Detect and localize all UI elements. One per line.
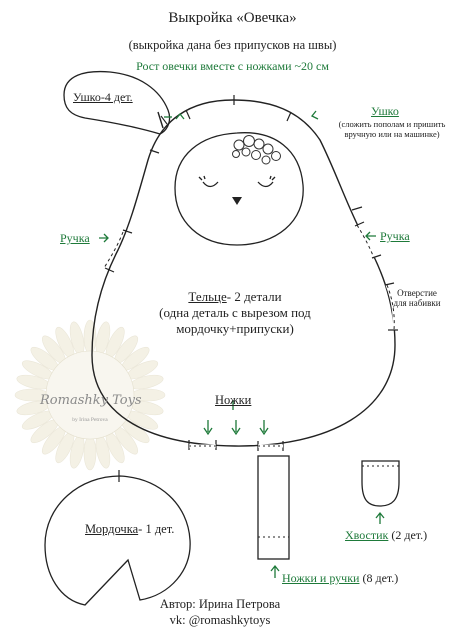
face-outline [174,132,304,246]
arm-label-right: Ручка [380,229,410,243]
watermark-daisy [14,319,166,471]
curly-wool [232,135,281,165]
arm-opening-left [103,231,124,269]
watermark-byline: by Irina Petrova [72,417,108,423]
arm-label-left: Ручка [60,231,90,245]
body-label: Тельце- 2 детали (одна деталь с вырезом … [159,289,311,336]
face-pattern-outline [44,475,191,606]
eyes [198,175,276,188]
page-subtitle: (выкройка дана без припусков на швы) [128,38,337,52]
arm-opening-right [356,224,375,259]
body-pattern-outline [91,99,396,447]
stuffing-hole-label: Отверстие для набивки [393,288,441,308]
watermark-brand: Romashky Toys [40,393,142,408]
leg-arm-pattern-outline [257,455,290,560]
vk-handle: vk: @romashkytoys [169,613,271,627]
green-arrows [99,110,385,578]
legs-label: Ножки [215,393,252,407]
stuffing-opening [386,284,395,331]
tail-pattern-outline [361,460,400,507]
nose [232,197,242,205]
height-note: Рост овечки вместе с ножками ~20 см [136,59,329,73]
tail-piece-label: Хвостик (2 дет.) [345,528,428,542]
author-credit: Автор: Ирина Петрова [159,597,281,611]
face-piece-label: Мордочка- 1 дет. [85,522,175,536]
body-notches [104,95,398,451]
footer-credits: Автор: Ирина Петрова vk: @romashkytoys [130,596,310,628]
watermark-petal [83,435,97,471]
ear-instruction-heading: Ушко [371,104,399,118]
ear-pattern-outline [63,70,171,135]
page-title: Выкройка «Овечка» [168,10,297,26]
ear-instruction-note: (сложить пополам и пришить вручную или н… [338,119,446,139]
legs-arms-piece-label: Ножки и ручки (8 дет.) [282,571,399,585]
ear-piece-label: Ушко-4 дет. [73,90,133,104]
